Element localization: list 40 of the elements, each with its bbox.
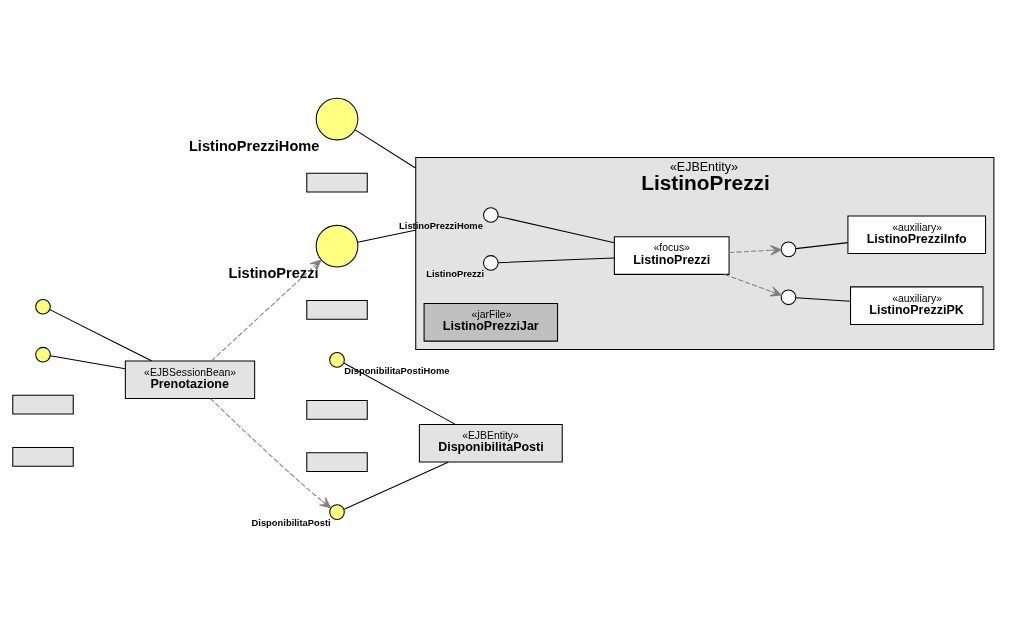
arrow [728, 245, 782, 256]
node-circle [315, 97, 359, 141]
node-circle [483, 207, 499, 223]
node-circle [315, 224, 359, 268]
node-box [12, 446, 74, 467]
node-label: DisponibilitaPosti [251, 517, 331, 528]
connector [354, 129, 417, 169]
connector [49, 309, 152, 362]
arrow [209, 398, 332, 509]
node-circle [35, 298, 51, 315]
node-box: «EJBEntity» DisponibilitaPosti [418, 424, 563, 463]
node-circle [329, 504, 345, 520]
arrow [211, 259, 322, 362]
node-circle [483, 255, 499, 271]
connector [497, 215, 615, 244]
node-box [12, 394, 74, 415]
connector [343, 461, 449, 510]
node-box [306, 299, 368, 320]
node-box: «auxiliary» ListinoPrezziPK [850, 286, 984, 325]
connector [49, 355, 126, 370]
node-box [306, 172, 368, 193]
node-circle [780, 241, 797, 258]
node-circle [329, 352, 345, 368]
node-label: ListinoPrezzi [426, 268, 484, 279]
arrow [723, 273, 782, 297]
node-label: ListinoPrezziHome [188, 137, 320, 154]
node-box [306, 400, 368, 420]
node-circle [35, 346, 51, 363]
node-box: «jarFile» ListinoPrezziJar [423, 303, 559, 342]
connector [497, 257, 615, 264]
node-box: «focus» ListinoPrezzi [613, 236, 730, 275]
connector [795, 297, 851, 302]
node-circle [780, 289, 797, 306]
connector [795, 242, 849, 250]
node-label: ListinoPrezzi [228, 264, 319, 281]
node-box: «EJBSessionBean» Prenotazione [124, 360, 256, 399]
connector [357, 229, 417, 243]
node-box [306, 452, 368, 472]
connector [343, 362, 456, 425]
node-box: «auxiliary» ListinoPrezziInfo [847, 215, 987, 255]
